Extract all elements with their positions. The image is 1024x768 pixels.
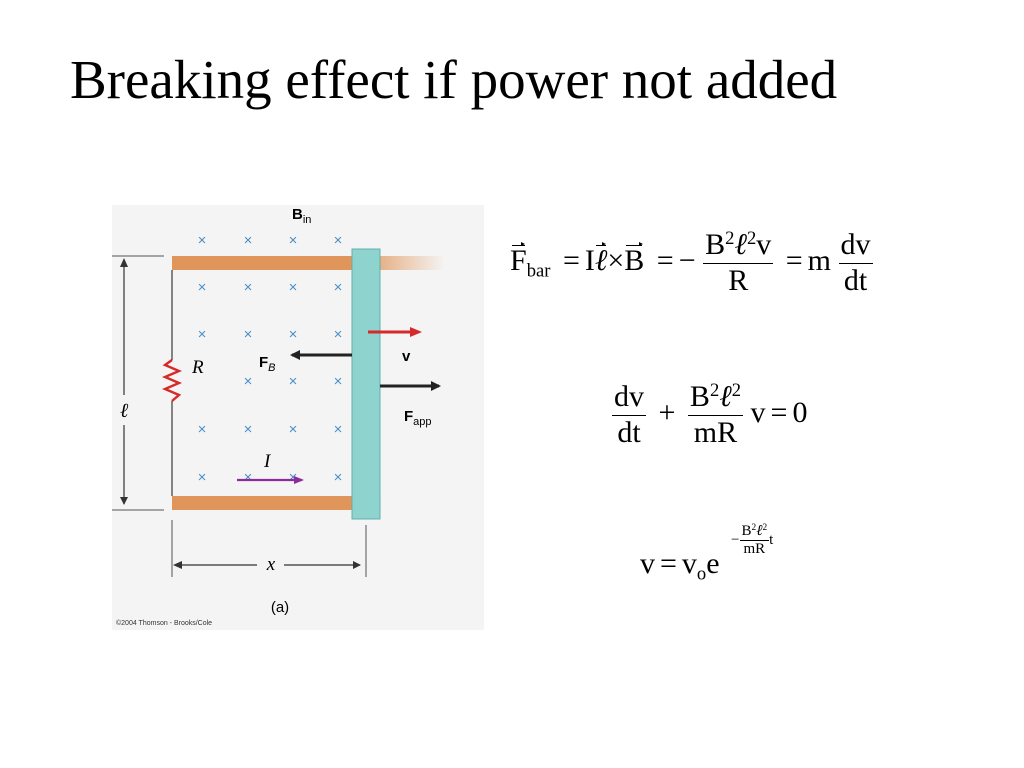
- fraction-denominator: mR: [693, 415, 738, 449]
- figure-caption: (a): [271, 599, 289, 616]
- copyright-notice: ©2004 Thomson - Brooks/Cole: [116, 619, 212, 627]
- magnetic-field-label: Bin: [292, 206, 311, 226]
- fraction-denominator: R: [728, 263, 749, 297]
- field-mark: ×: [289, 469, 298, 486]
- field-mark: ×: [289, 279, 298, 296]
- field-mark: ×: [244, 469, 253, 486]
- drag-fraction: B2ℓ2v R: [703, 228, 774, 298]
- fraction-bar: [687, 414, 744, 416]
- fraction-denominator: dt: [843, 263, 868, 297]
- length-arrowhead-top: [120, 258, 128, 267]
- field-mark: ×: [244, 421, 253, 438]
- field-mark: ×: [334, 469, 343, 486]
- x-label: x: [266, 554, 276, 575]
- fraction-numerator: B2ℓ2: [741, 523, 768, 540]
- field-mark: ×: [198, 326, 207, 343]
- fraction-denominator: mR: [743, 541, 766, 558]
- slide-title: Breaking effect if power not added: [70, 49, 838, 110]
- equals-sign: =: [562, 244, 580, 277]
- fraction-numerator: dv: [614, 380, 644, 414]
- applied-force-label: Fapp: [404, 408, 432, 428]
- field-mark: ×: [334, 279, 343, 296]
- mass-symbol: m: [807, 244, 832, 277]
- field-vector: B: [624, 241, 645, 277]
- initial-velocity-subscript: o: [696, 563, 707, 585]
- equals-sign: =: [660, 546, 677, 580]
- field-marks: × × × × × × × × × × × × × × × × × × × × …: [198, 232, 343, 486]
- field-mark: ×: [334, 421, 343, 438]
- zero: 0: [792, 396, 808, 429]
- current-label: I: [263, 451, 272, 472]
- top-rail: [172, 256, 352, 270]
- field-mark: ×: [334, 373, 343, 390]
- field-mark: ×: [289, 373, 298, 390]
- field-mark: ×: [198, 469, 207, 486]
- field-mark: ×: [198, 421, 207, 438]
- cross-sign: ×: [607, 244, 625, 277]
- minus-sign: −: [678, 244, 696, 277]
- magnetic-force-label: FB: [259, 354, 276, 374]
- fraction-numerator: dv: [840, 228, 871, 262]
- field-mark: ×: [244, 373, 253, 390]
- x-arrowhead-left: [173, 561, 182, 569]
- length-label: ℓ: [120, 400, 129, 422]
- fraction-numerator: B2ℓ2v: [705, 228, 772, 262]
- plus-sign: +: [658, 396, 676, 429]
- velocity-symbol: v: [640, 546, 655, 580]
- fraction-bar: [739, 540, 770, 542]
- solution-equation: v=voe − B2ℓ2 mR t: [640, 523, 773, 585]
- rail-circuit-figure: Bin × × × × × × × × × × × × × × × × × × …: [112, 205, 484, 630]
- fraction-denominator: dt: [617, 415, 641, 449]
- derivative-fraction: dv dt: [612, 380, 646, 450]
- fraction-bar: [612, 414, 646, 416]
- field-mark: ×: [198, 232, 207, 249]
- fraction-bar: [838, 262, 873, 264]
- field-mark: ×: [198, 279, 207, 296]
- exponential-base: e: [706, 546, 720, 580]
- sliding-bar: [351, 248, 381, 520]
- acceleration-fraction: dv dt: [838, 228, 873, 298]
- length-vector: ℓ: [594, 241, 608, 277]
- force-equation: Fbar =Iℓ×B =− B2ℓ2v R =m dv dt: [510, 228, 873, 298]
- field-mark: ×: [334, 232, 343, 249]
- current-symbol: I: [584, 244, 595, 277]
- field-mark: ×: [289, 421, 298, 438]
- equals-sign: =: [785, 244, 803, 277]
- initial-velocity-symbol: v: [681, 546, 697, 580]
- field-mark: ×: [289, 326, 298, 343]
- field-mark: ×: [244, 326, 253, 343]
- exponent-fraction: B2ℓ2 mR: [739, 523, 770, 559]
- velocity-label: v: [402, 348, 411, 365]
- exponent-minus: −: [731, 532, 740, 549]
- force-subscript: bar: [526, 260, 551, 282]
- equals-sign: =: [656, 244, 674, 277]
- coefficient-fraction: B2ℓ2 mR: [687, 380, 744, 450]
- bottom-rail: [172, 496, 352, 510]
- exponent: − B2ℓ2 mR t: [731, 523, 773, 559]
- field-mark: ×: [289, 232, 298, 249]
- field-mark: ×: [334, 326, 343, 343]
- resistor: [161, 359, 183, 402]
- field-mark: ×: [244, 232, 253, 249]
- fraction-bar: [703, 262, 774, 264]
- velocity-symbol: v: [750, 396, 766, 429]
- equals-sign: =: [770, 396, 788, 429]
- fraction-numerator: B2ℓ2: [689, 380, 742, 414]
- rail-circuit-diagram: Bin × × × × × × × × × × × × × × × × × × …: [112, 206, 445, 627]
- resistor-label: R: [191, 357, 204, 378]
- differential-equation: dv dt + B2ℓ2 mR v=0: [612, 380, 807, 450]
- force-vector: F: [510, 241, 527, 277]
- time-symbol: t: [769, 532, 774, 549]
- field-mark: ×: [244, 279, 253, 296]
